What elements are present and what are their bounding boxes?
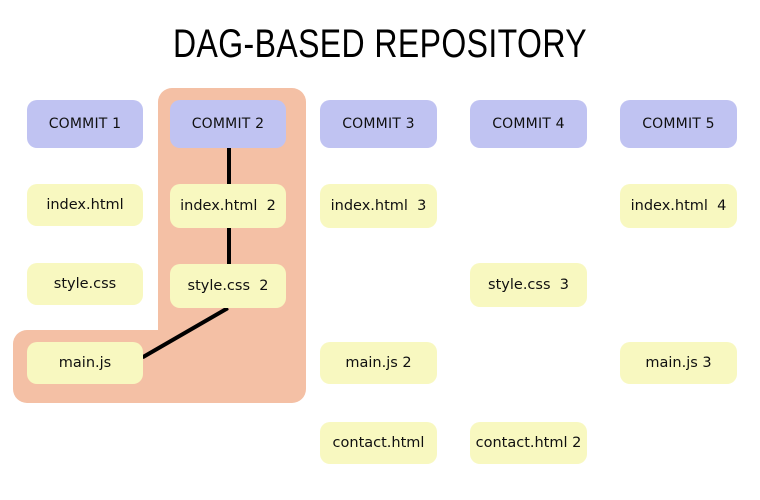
file-node-c1-index[interactable]: index.html bbox=[27, 184, 143, 226]
file-node-c4-contact[interactable]: contact.html 2 bbox=[470, 422, 587, 464]
commit-node-commit-3[interactable]: COMMIT 3 bbox=[320, 100, 437, 148]
commit-node-commit-2[interactable]: COMMIT 2 bbox=[170, 100, 286, 148]
edge-commit2-to-index2 bbox=[227, 146, 231, 186]
file-node-c4-style[interactable]: style.css 3 bbox=[470, 263, 587, 307]
file-node-c3-main[interactable]: main.js 2 bbox=[320, 342, 437, 384]
commit-node-commit-1[interactable]: COMMIT 1 bbox=[27, 100, 143, 148]
page-title: DAG-BASED REPOSITORY bbox=[172, 22, 588, 66]
commit-node-commit-5[interactable]: COMMIT 5 bbox=[620, 100, 737, 148]
file-node-c3-contact[interactable]: contact.html bbox=[320, 422, 437, 464]
file-node-c3-index[interactable]: index.html 3 bbox=[320, 184, 437, 228]
edge-index2-to-style2 bbox=[227, 228, 231, 266]
file-node-c1-style[interactable]: style.css bbox=[27, 263, 143, 305]
commit-node-commit-4[interactable]: COMMIT 4 bbox=[470, 100, 587, 148]
file-node-c2-index[interactable]: index.html 2 bbox=[170, 184, 286, 228]
file-node-c2-style[interactable]: style.css 2 bbox=[170, 264, 286, 308]
file-node-c5-main[interactable]: main.js 3 bbox=[620, 342, 737, 384]
file-node-c1-main[interactable]: main.js bbox=[27, 342, 143, 384]
file-node-c5-index[interactable]: index.html 4 bbox=[620, 184, 737, 228]
